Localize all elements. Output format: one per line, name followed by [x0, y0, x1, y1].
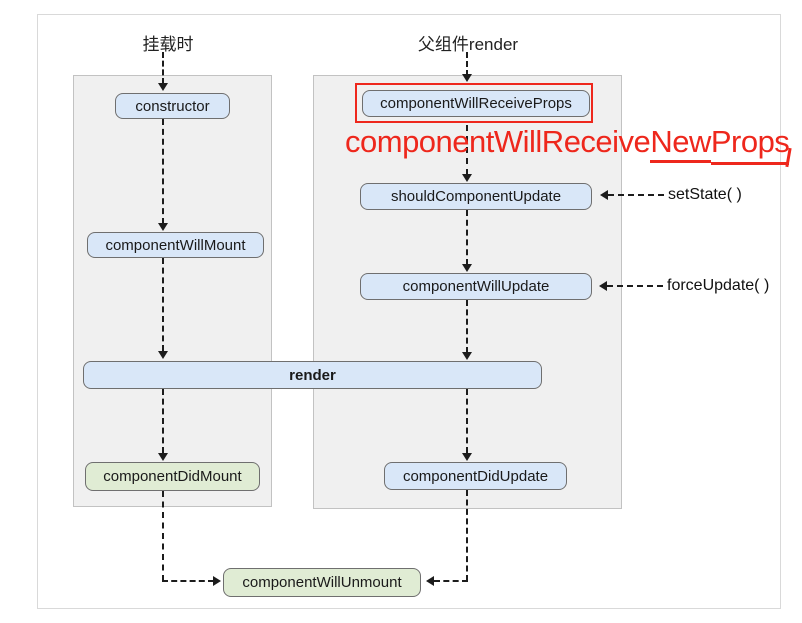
- arrowhead-down-icon: [462, 74, 472, 82]
- arrow-didupdate-to-unmount-horizontal: [434, 580, 468, 582]
- mount-header: 挂载时: [142, 35, 194, 54]
- arrow-render-to-didmount: [162, 389, 164, 453]
- node-render: render: [83, 361, 542, 389]
- arrow-willupdate-to-render: [466, 300, 468, 353]
- arrow-didupdate-to-unmount-vertical: [466, 490, 468, 581]
- arrow-render-to-didupdate: [466, 389, 468, 453]
- receiveprops-highlight-frame: [355, 83, 593, 123]
- arrowhead-down-icon: [462, 174, 472, 182]
- node-componentwillupdate: componentWillUpdate: [360, 273, 592, 300]
- arrowhead-down-icon: [462, 453, 472, 461]
- arrow-setstate: [608, 194, 664, 196]
- arrow-willmount-to-render: [162, 258, 164, 351]
- arrow-shouldupdate-to-willupdate: [466, 210, 468, 265]
- node-constructor: constructor: [115, 93, 230, 119]
- arrow-didmount-to-unmount-vertical: [162, 491, 164, 581]
- arrowhead-down-icon: [158, 453, 168, 461]
- arrow-parentrender-to-receiveprops: [466, 52, 468, 76]
- arrow-constructor-to-willmount: [162, 119, 164, 224]
- mount-phase-panel: [73, 75, 272, 507]
- arrowhead-left-icon: [599, 281, 607, 291]
- arrow-mount-to-constructor: [162, 52, 164, 84]
- arrowhead-down-icon: [462, 352, 472, 360]
- forceupdate-label: forceUpdate( ): [667, 277, 770, 294]
- arrowhead-down-icon: [158, 351, 168, 359]
- arrowhead-left-icon: [426, 576, 434, 586]
- arrow-receiveprops-to-shouldupdate: [466, 125, 468, 175]
- annotation-underlined-new: New: [650, 124, 711, 163]
- node-shouldcomponentupdate: shouldComponentUpdate: [360, 183, 592, 210]
- red-annotation: componentWillReceiveNewProps: [345, 124, 792, 168]
- node-componentdidmount: componentDidMount: [85, 462, 260, 491]
- arrowhead-left-icon: [600, 190, 608, 200]
- arrowhead-down-icon: [158, 223, 168, 231]
- arrowhead-down-icon: [158, 83, 168, 91]
- annotation-underlined-props: Props: [710, 124, 790, 165]
- setstate-label: setState( ): [668, 186, 742, 203]
- node-componentwillunmount: componentWillUnmount: [223, 568, 421, 597]
- parent-render-header: 父组件render: [417, 35, 519, 54]
- node-componentdidupdate: componentDidUpdate: [384, 462, 567, 490]
- arrow-forceupdate: [607, 285, 663, 287]
- annotation-prefix: componentWillReceive: [345, 124, 651, 159]
- node-componentwillmount: componentWillMount: [87, 232, 264, 258]
- node-componentwillreceiveprops: componentWillReceiveProps: [362, 90, 590, 117]
- arrowhead-right-icon: [213, 576, 221, 586]
- arrowhead-down-icon: [462, 264, 472, 272]
- arrow-didmount-to-unmount-horizontal: [162, 580, 214, 582]
